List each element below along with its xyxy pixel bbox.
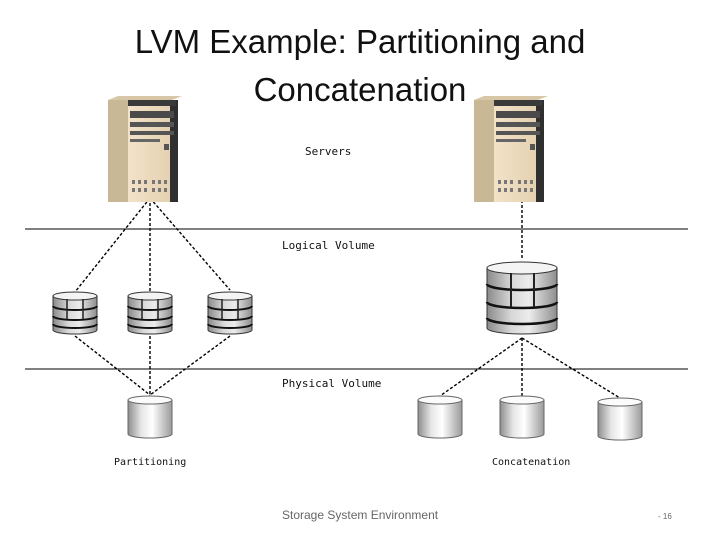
physical-volume-2 (499, 395, 545, 439)
partitioning-connectors (74, 197, 231, 396)
partitioning-label: Partitioning (114, 457, 187, 468)
page-number: - 16 (658, 512, 672, 521)
servers-label: Servers (305, 145, 352, 158)
physical-volume-partitioned (127, 395, 173, 439)
physical-volume-label: Physical Volume (282, 377, 382, 390)
logical-volume-1 (52, 291, 98, 335)
logical-volume-3 (207, 291, 253, 335)
footer-text: Storage System Environment (282, 508, 439, 522)
slide-title: LVM Example: Partitioning and Concatenat… (134, 23, 586, 108)
concatenation-label: Concatenation (492, 457, 571, 468)
physical-volume-1 (417, 395, 463, 439)
logical-volume-concatenated (485, 260, 559, 336)
concatenation-connectors (439, 200, 621, 399)
logical-volume-2 (127, 291, 173, 335)
logical-volume-label: Logical Volume (282, 239, 375, 252)
physical-volume-3 (597, 397, 643, 441)
